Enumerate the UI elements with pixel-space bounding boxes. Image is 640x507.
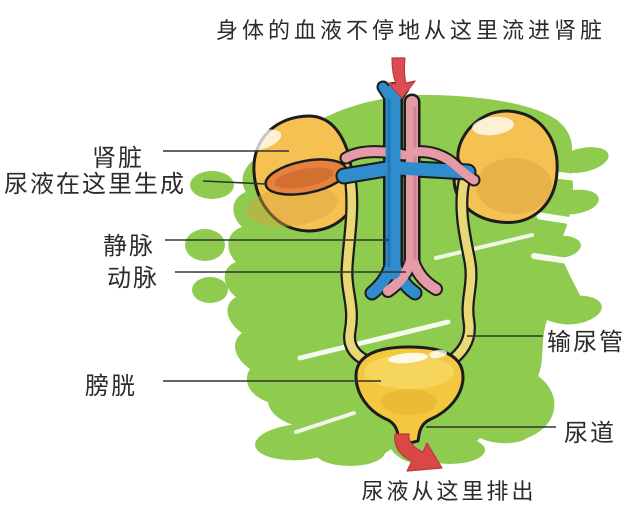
bladder-light [364,355,454,389]
right-ureter [445,177,476,367]
paint-streak [536,212,602,229]
blood-in-arrow-shape [387,57,416,99]
green-lobe [185,229,225,261]
ureters [340,175,478,369]
left-ureter [342,180,374,367]
urine-out-arrow-shape [394,433,443,472]
urine-generated-label: 尿液在这里生成 [4,170,186,198]
diagram-title: 身体的血液不停地从这里流进肾脏 [215,19,606,44]
vein-prong [378,82,395,103]
green-lobe [192,277,228,303]
leader-lines [163,150,556,428]
green-lobe [539,235,581,259]
green-lobe [546,295,602,325]
paint-streak [434,233,534,260]
green-lobe [557,147,609,173]
vein-left-renal [337,161,399,183]
green-lobe [190,171,234,199]
green-lobe [549,189,599,215]
kidney-label: 肾脏 [92,144,144,172]
green-lobe [315,438,385,466]
artery-right-renal [409,147,479,185]
left-kidney [242,114,358,233]
vein-label: 静脉 [103,232,155,260]
bladder-shade [381,389,437,415]
ureter-tubes [342,177,476,367]
blood-vessels [335,80,481,301]
paint-streak [531,253,585,266]
left-kidney-highlight [242,129,282,151]
artery-aorta [341,96,441,296]
bladder-highlight [388,352,428,364]
ureter-label: 输尿管 [547,328,625,356]
right-kidney [452,109,559,224]
urine-generated-leader-line [202,180,267,185]
artery-fork-right [407,251,441,294]
right-kidney-shade [476,158,552,214]
bladder-highlight [429,349,447,359]
bladder-label: 膀胱 [85,372,137,400]
artery-label: 动脉 [107,264,159,292]
left-kidney-shade [246,185,338,227]
urethra-label: 尿道 [564,419,616,447]
urine-out-arrow [394,433,443,472]
blood-in-arrow [387,57,416,99]
bladder [354,345,465,444]
green-lobe [468,412,532,444]
urine-outlet-label: 尿液从这里排出 [361,480,537,505]
paint-streak [294,411,356,434]
left-kidney-section-core [274,167,334,189]
right-kidney-highlight [472,116,514,136]
paint-streak [297,319,451,361]
